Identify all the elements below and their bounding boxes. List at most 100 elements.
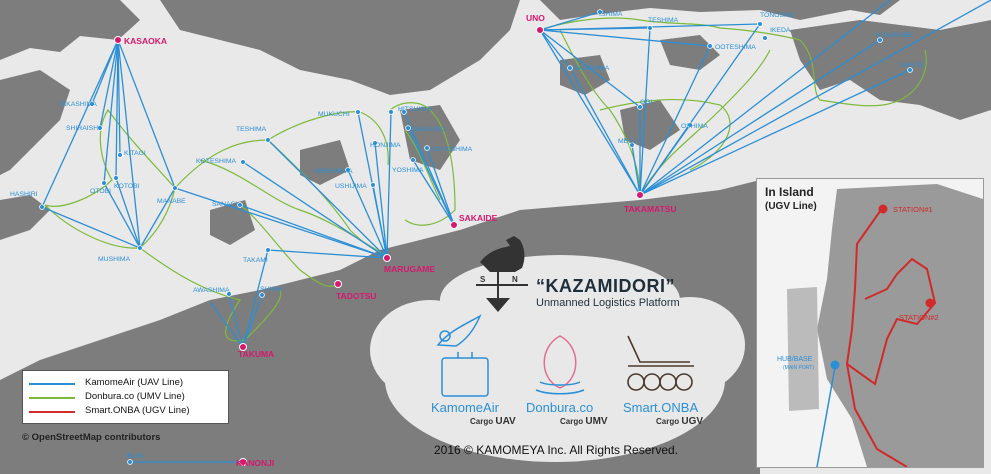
stop-marker[interactable]	[637, 104, 643, 110]
stop-marker[interactable]	[89, 101, 95, 107]
label-kasaoka: KASAOKA	[124, 36, 167, 46]
stop-marker[interactable]	[388, 109, 394, 115]
stop-marker[interactable]	[907, 67, 913, 73]
label-mushima: MUSHIMA	[98, 256, 131, 263]
stop-marker[interactable]	[127, 459, 133, 465]
stop-marker[interactable]	[567, 65, 573, 71]
inset-island-map[interactable]: In Island (UGV Line) STATION#1 STATION#2…	[756, 178, 984, 468]
label-ogi: OGI	[640, 99, 653, 106]
stop-marker[interactable]	[372, 140, 378, 146]
hub-markers	[114, 26, 644, 466]
station2-label: STATION#2	[899, 313, 939, 322]
stop-marker[interactable]	[137, 245, 143, 251]
stop-marker[interactable]	[597, 9, 603, 15]
hub-sakaide-marker[interactable]	[450, 221, 458, 229]
service-donbura-name: Donbura.co	[526, 400, 594, 415]
stop-marker[interactable]	[370, 182, 376, 188]
stop-marker[interactable]	[762, 35, 768, 41]
inset-map-svg	[757, 179, 983, 467]
land-northwest	[0, 0, 140, 60]
kamomeair-icon	[436, 314, 489, 397]
service-donbura-cargo: Cargo	[560, 417, 584, 426]
label-koyoshima: KOYOSHIMA	[431, 146, 473, 153]
service-donbura-category: Cargo UMV	[560, 416, 608, 427]
label-sanagi: SANAGI	[212, 201, 238, 208]
inset-title: In Island	[765, 185, 814, 199]
stop-marker[interactable]	[707, 43, 713, 49]
legend-umv-line-swatch	[29, 397, 75, 399]
brand-title: “KAZAMIDORI”	[536, 276, 675, 296]
hub-labels: KASAOKA UNO SAKAIDE TAKAMATSU MARUGAME T…	[124, 13, 677, 468]
stop-marker[interactable]	[401, 109, 407, 115]
map-legend: KamomeAir (UAV Line) Donbura.co (UMV Lin…	[22, 370, 229, 424]
stop-marker[interactable]	[240, 159, 246, 165]
hub-kanonji-marker[interactable]	[239, 458, 247, 466]
stop-marker[interactable]	[172, 185, 178, 191]
stop-marker[interactable]	[113, 175, 119, 181]
service-smartonba-type: UGV	[681, 416, 704, 427]
stop-marker[interactable]	[687, 122, 693, 128]
label-hitsuishi: HITSUISHI	[398, 106, 432, 113]
label-mukuchi: MUKUCHI	[318, 111, 350, 118]
legend-item-uav: KamomeAir (UAV Line)	[29, 377, 224, 391]
stop-marker[interactable]	[405, 125, 411, 131]
stop-marker[interactable]	[97, 125, 103, 131]
hub-base-sublabel: (MAIN PORT)	[783, 365, 815, 371]
station1-marker[interactable]	[878, 204, 888, 214]
stop-marker[interactable]	[237, 202, 243, 208]
stop-marker[interactable]	[117, 152, 123, 158]
stop-marker[interactable]	[877, 37, 883, 43]
label-kanonji: KANONJI	[236, 458, 274, 468]
legend-uav-line-swatch	[29, 383, 75, 385]
inset-pier	[787, 287, 819, 411]
stop-marker[interactable]	[355, 109, 361, 115]
label-takuma: TAKUMA	[238, 349, 274, 359]
label-honjima: HONJIMA	[370, 142, 401, 149]
stop-marker[interactable]	[101, 180, 107, 186]
brand-cloud	[370, 255, 745, 462]
stop-marker[interactable]	[424, 145, 430, 151]
hub-tadotsu-marker[interactable]	[334, 280, 342, 288]
service-kamomeair-cargo: Cargo	[470, 417, 494, 426]
service-kamomeair-type: UAV	[495, 416, 516, 427]
stop-marker[interactable]	[226, 291, 232, 297]
stop-marker[interactable]	[647, 25, 653, 31]
stop-marker[interactable]	[259, 292, 265, 298]
hub-uno-marker[interactable]	[536, 26, 544, 34]
stop-marker[interactable]	[39, 204, 45, 210]
hub-base-label: HUB/BASE	[777, 356, 813, 363]
label-megi: MEGI	[618, 138, 635, 145]
label-iwakuro: IWAKURO	[413, 126, 445, 133]
station2-marker[interactable]	[925, 298, 935, 308]
hub-marugame-marker[interactable]	[383, 254, 391, 262]
service-smartonba-name: Smart.ONBA	[623, 400, 699, 415]
stop-marker[interactable]	[265, 247, 271, 253]
hub-takamatsu-marker[interactable]	[636, 191, 644, 199]
station1-label: STATION#1	[893, 205, 933, 214]
stop-marker[interactable]	[345, 167, 351, 173]
stop-marker[interactable]	[265, 137, 271, 143]
hub-takuma-marker[interactable]	[239, 343, 247, 351]
stop-markers	[39, 9, 913, 465]
legend-umv-label: Donbura.co (UMV Line)	[85, 391, 185, 402]
legend-item-umv: Donbura.co (UMV Line)	[29, 391, 224, 405]
label-hashiri: HASHIRI	[10, 191, 38, 198]
label-tonosho: TONOSHO	[760, 12, 794, 19]
label-naoshima: NAOSHIMA	[573, 65, 610, 72]
label-ushijima: USHIJIMA	[335, 183, 367, 190]
land-west-coast	[0, 70, 70, 175]
stop-marker[interactable]	[629, 142, 635, 148]
osm-attribution: © OpenStreetMap contributors	[22, 432, 161, 443]
inset-island-land	[817, 184, 983, 467]
stop-marker[interactable]	[757, 21, 763, 27]
label-yoshima: YOSHIMA	[392, 167, 424, 174]
land-west-island	[0, 195, 50, 240]
service-smartonba-cargo: Cargo	[656, 417, 680, 426]
label-ibuki: IBUKI	[126, 453, 144, 460]
compass-n-label: N	[512, 275, 518, 284]
hub-kasaoka-marker[interactable]	[114, 36, 122, 44]
label-shishi: SHISHI	[260, 286, 283, 293]
stop-marker[interactable]	[410, 157, 416, 163]
label-shiraishi: SHIRAISHI	[66, 125, 100, 132]
hub-base-marker[interactable]	[830, 360, 840, 370]
